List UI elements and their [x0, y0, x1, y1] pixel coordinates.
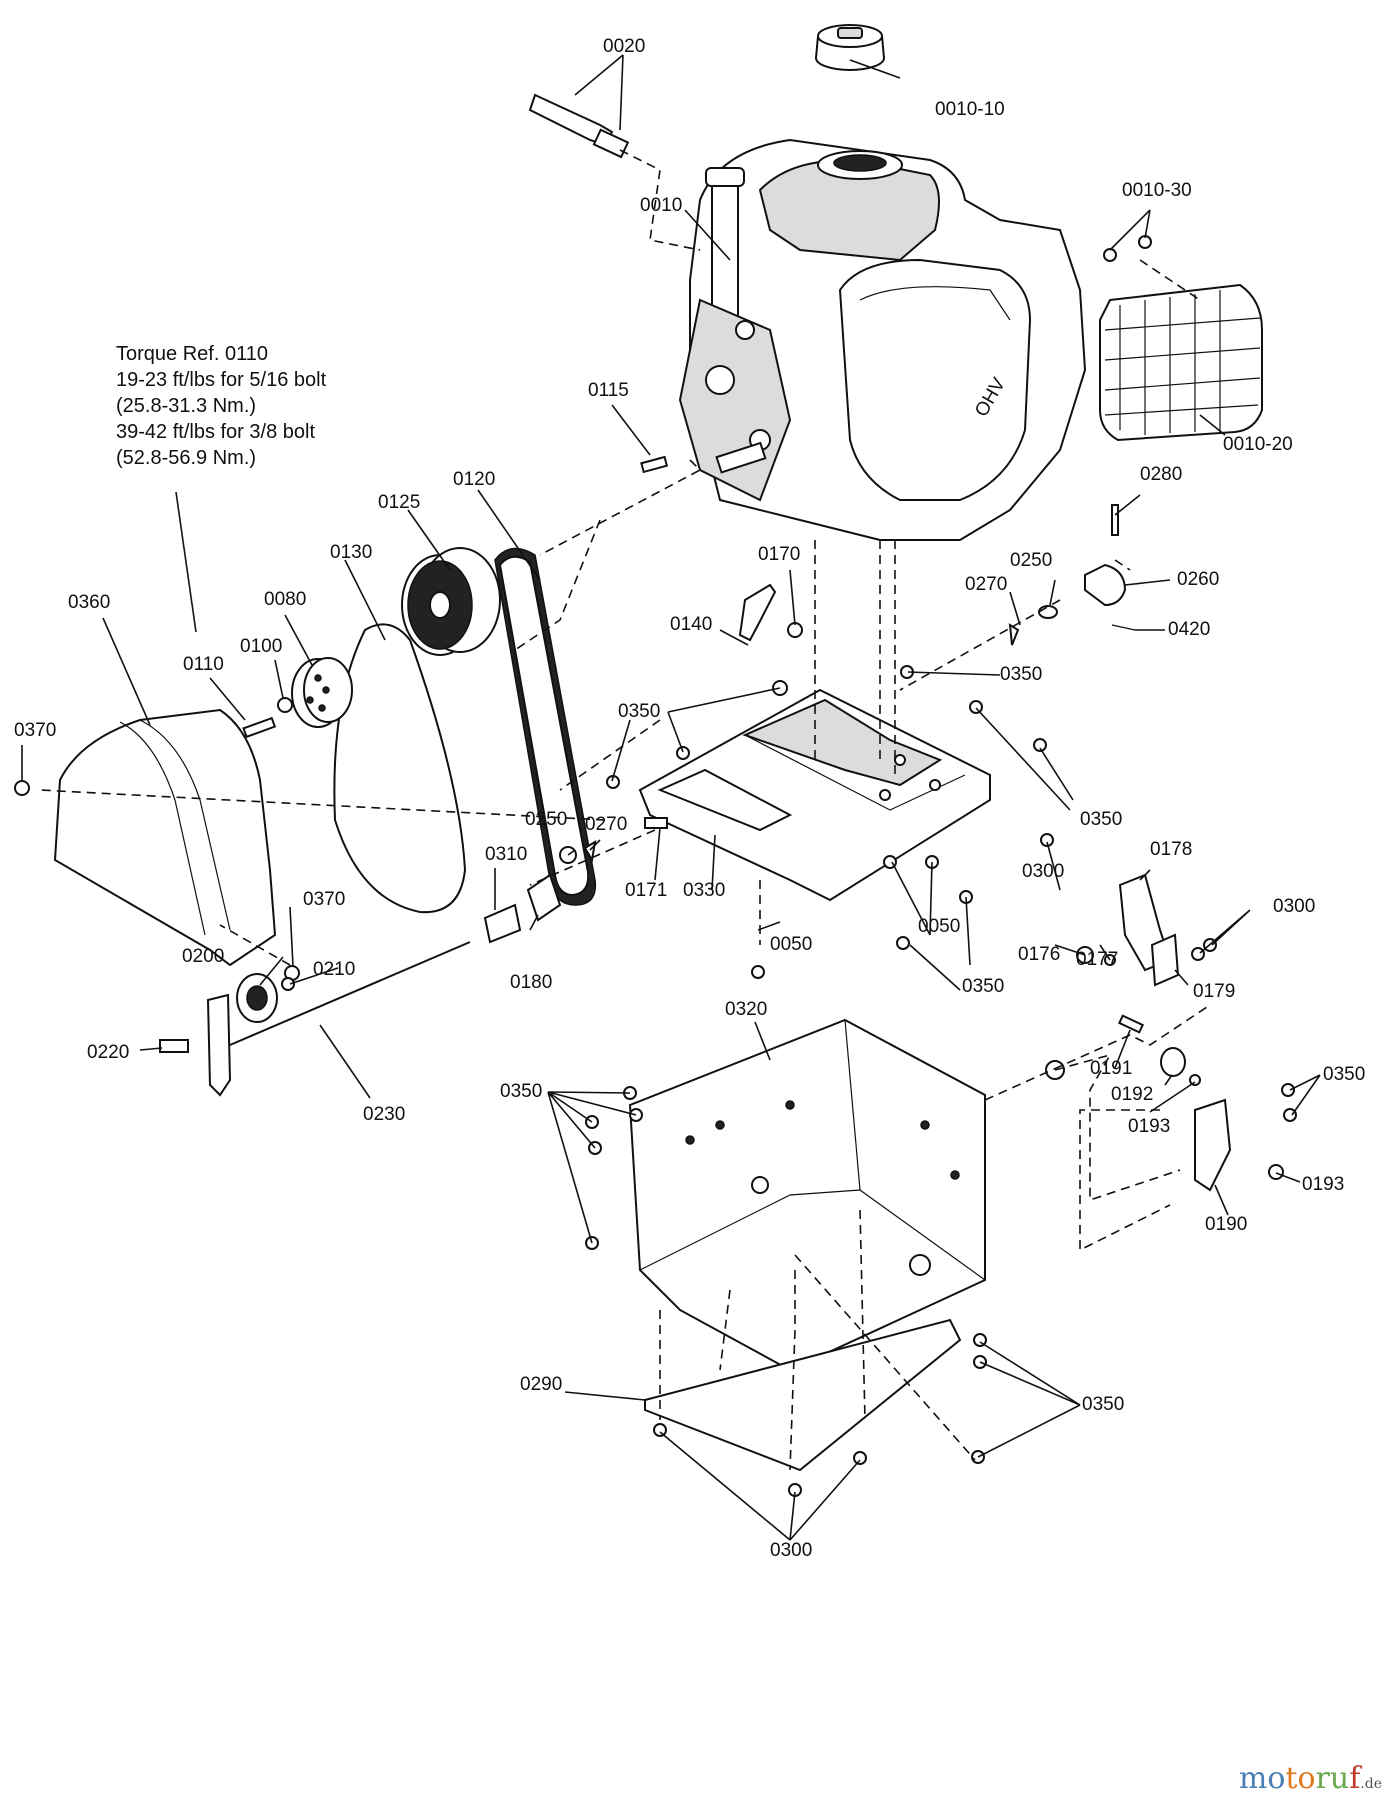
label-0193-right: 0193	[1302, 1174, 1344, 1195]
leader-lines	[21, 54, 1321, 1541]
mounting-plate	[638, 688, 991, 902]
label-0350-bottom-right: 0350	[1082, 1394, 1124, 1415]
label-0080: 0080	[264, 589, 306, 610]
assembly-lines	[39, 149, 1211, 1471]
label-0300-right: 0300	[1273, 896, 1315, 917]
label-0360: 0360	[68, 592, 110, 613]
label-0178: 0178	[1150, 839, 1192, 860]
label-0370-left: 0370	[14, 720, 56, 741]
label-0125: 0125	[378, 492, 420, 513]
label-0010-10: 0010-10	[935, 99, 1005, 120]
label-0210: 0210	[313, 959, 355, 980]
label-0115: 0115	[588, 380, 629, 401]
part-labels: 0020 0010-10 0010 0010-30 0010-20 0115 0…	[14, 36, 1365, 1561]
drive-belt-group	[14, 547, 597, 981]
label-0350-plate-bottom: 0350	[962, 976, 1004, 997]
label-0050-left: 0050	[770, 934, 812, 955]
frame-housing	[628, 1018, 986, 1372]
label-0190: 0190	[1205, 1214, 1247, 1235]
label-0179: 0179	[1193, 981, 1235, 1002]
label-0176: 0176	[1018, 944, 1060, 965]
label-0250-top: 0250	[1010, 550, 1052, 571]
label-0310: 0310	[485, 844, 527, 865]
watermark-part-1: mo	[1238, 1761, 1286, 1796]
label-0330: 0330	[683, 880, 725, 901]
label-0110: 0110	[183, 654, 224, 675]
label-0300-bottom: 0300	[770, 1540, 812, 1561]
label-0350-bracket-right: 0350	[1323, 1064, 1365, 1085]
label-0270-lower: 0270	[585, 814, 627, 835]
watermark-logo: motoruf.de	[1239, 1761, 1382, 1796]
torque-note-title: Torque Ref. 0110	[116, 343, 268, 365]
label-0193-left: 0193	[1128, 1116, 1170, 1137]
label-0177: 0177	[1076, 949, 1118, 970]
label-0192: 0192	[1111, 1084, 1153, 1105]
label-0020: 0020	[603, 36, 645, 57]
label-0140: 0140	[670, 614, 712, 635]
watermark-part-3: ru	[1315, 1761, 1350, 1796]
label-0130: 0130	[330, 542, 372, 563]
label-0420: 0420	[1168, 619, 1210, 640]
label-0280: 0280	[1140, 464, 1182, 485]
label-0270-top: 0270	[965, 574, 1007, 595]
label-0010-20: 0010-20	[1223, 434, 1293, 455]
torque-note-line1: 19-23 ft/lbs for 5/16 bolt	[116, 369, 327, 391]
watermark-part-4: f	[1349, 1761, 1361, 1796]
label-0170: 0170	[758, 544, 800, 565]
label-0250-lower: 0250	[525, 809, 567, 830]
label-0350-upper-right: 0350	[1000, 664, 1042, 685]
label-0350-plate-right: 0350	[1080, 809, 1122, 830]
label-0290: 0290	[520, 1374, 562, 1395]
torque-note: Torque Ref. 0110 19-23 ft/lbs for 5/16 b…	[116, 343, 327, 633]
side-bracket	[1118, 1014, 1297, 1192]
label-0100: 0100	[240, 636, 282, 657]
label-0010-30: 0010-30	[1122, 180, 1192, 201]
watermark-suffix: .de	[1360, 1776, 1382, 1792]
muffler-guard-part	[1099, 283, 1263, 442]
idler-assembly	[159, 941, 471, 1097]
torque-note-line4: (52.8-56.9 Nm.)	[116, 447, 256, 469]
label-0350-plate-left: 0350	[618, 701, 660, 722]
engine-assembly: OHV	[528, 24, 1263, 541]
label-0191: 0191	[1090, 1058, 1132, 1079]
label-0230: 0230	[363, 1104, 405, 1125]
label-0120: 0120	[453, 469, 495, 490]
torque-note-line2: (25.8-31.3 Nm.)	[116, 395, 256, 417]
watermark-part-2: to	[1285, 1761, 1316, 1796]
label-0180: 0180	[510, 972, 552, 993]
label-0320: 0320	[725, 999, 767, 1020]
bottom-plate	[644, 1318, 962, 1472]
fuel-cap-part	[815, 24, 885, 71]
label-0350-frame-left: 0350	[500, 1081, 542, 1102]
label-0010: 0010	[640, 195, 682, 216]
label-0220: 0220	[87, 1042, 129, 1063]
label-0200: 0200	[182, 946, 224, 967]
torque-note-line3: 39-42 ft/lbs for 3/8 bolt	[116, 421, 315, 443]
label-0050-right: 0050	[918, 916, 960, 937]
label-0370-bottom: 0370	[303, 889, 345, 910]
label-0260: 0260	[1177, 569, 1219, 590]
label-0171: 0171	[625, 880, 667, 901]
label-0300-upper: 0300	[1022, 861, 1064, 882]
